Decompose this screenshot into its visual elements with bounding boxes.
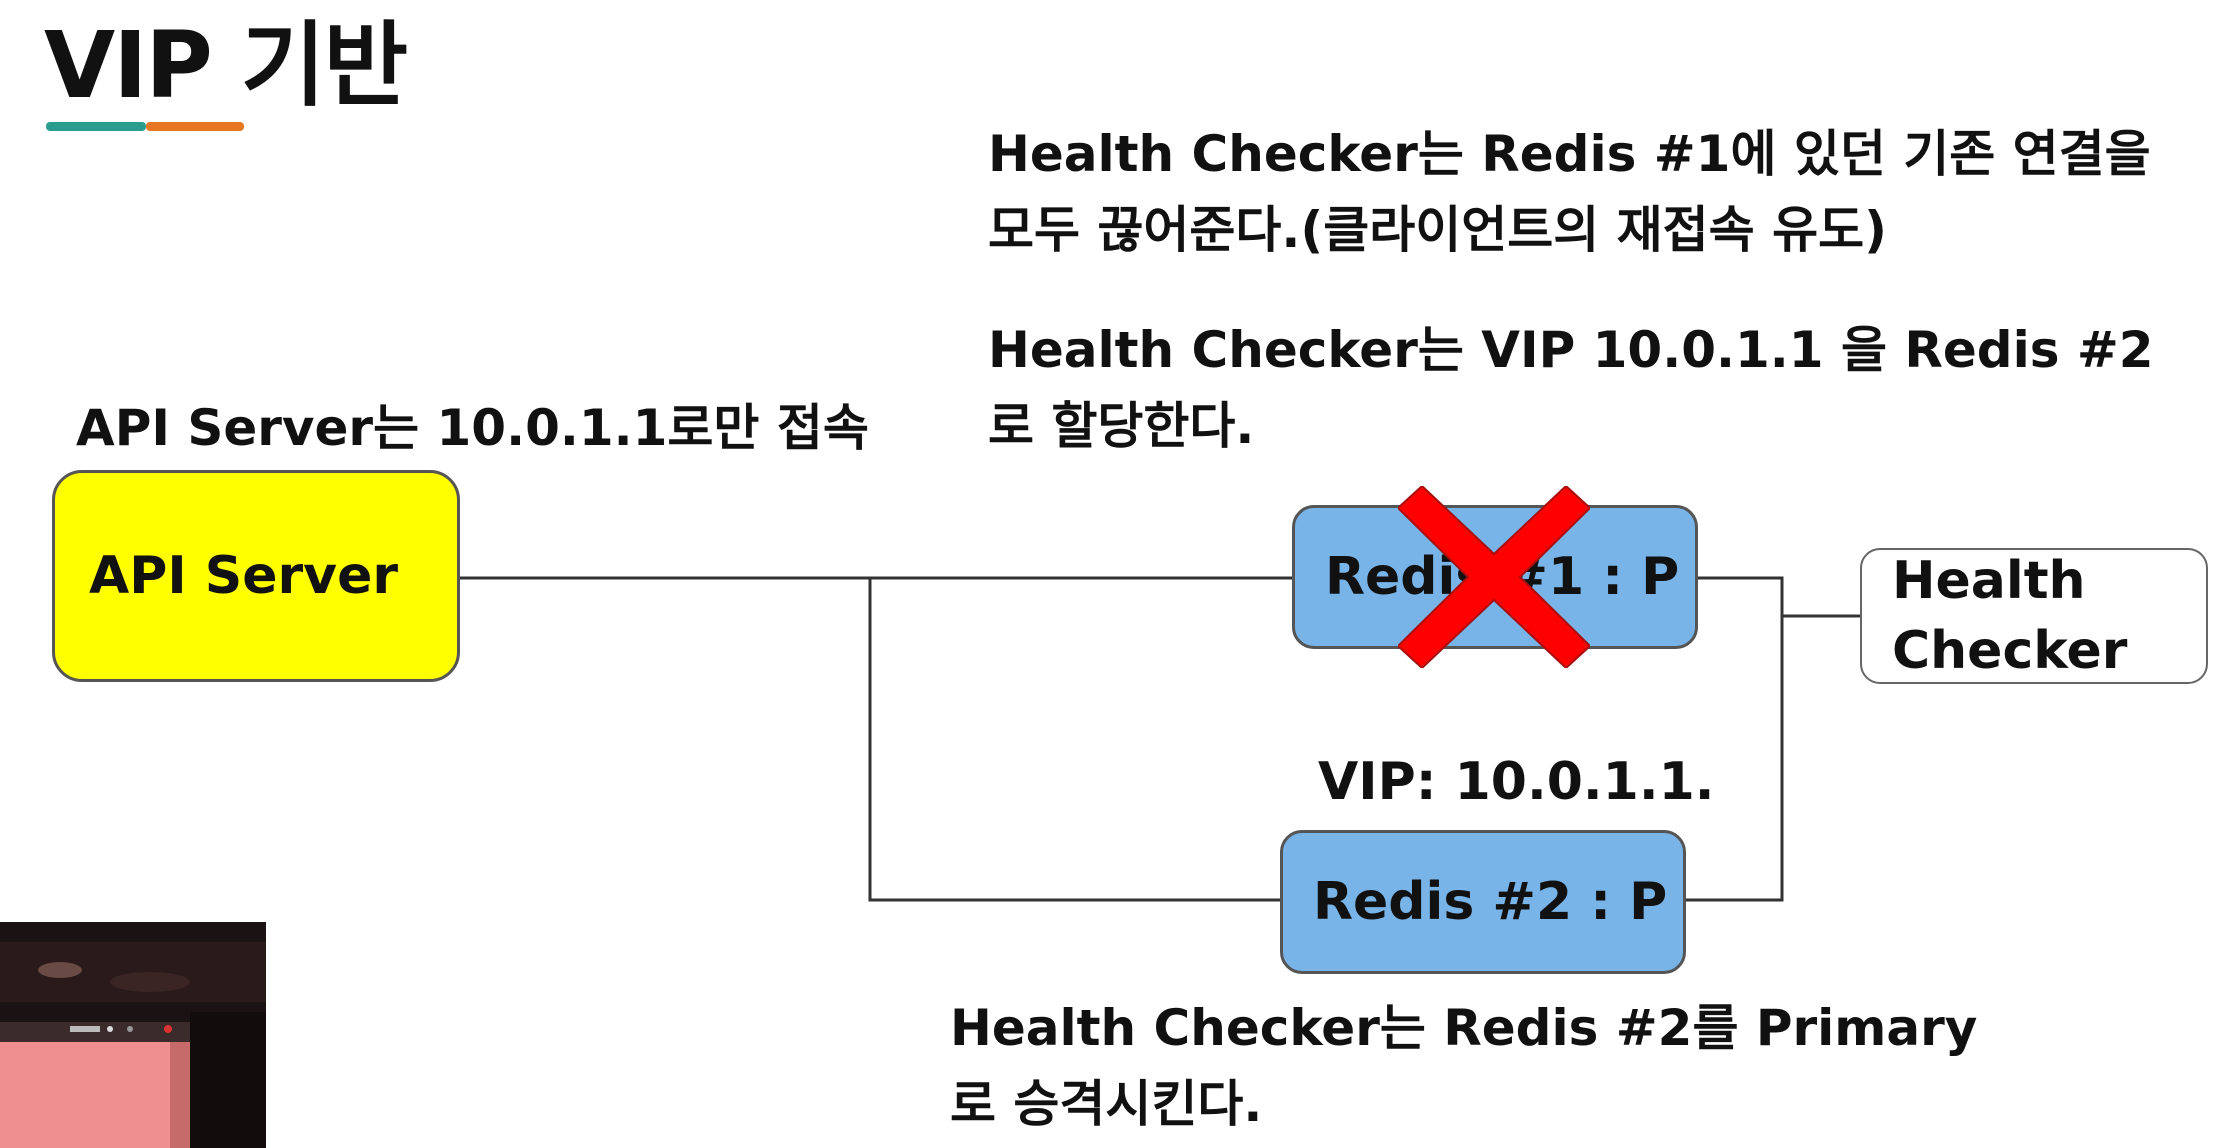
health-checker-label-line-1: Health bbox=[1892, 551, 2086, 611]
promote-note-line-2: 로 승격시킨다. bbox=[950, 1075, 1263, 1133]
redis1-to-checker-line bbox=[1698, 576, 1860, 618]
assign-vip-note-line-2: 로 할당한다. bbox=[988, 397, 1255, 455]
assign-vip-note-line-1: Health Checker는 VIP 10.0.1.1 을 Redis #2 bbox=[988, 321, 2154, 379]
promote-note-line-1: Health Checker는 Redis #2를 Primary bbox=[950, 999, 1978, 1057]
webcam-overlay bbox=[0, 922, 266, 1148]
disconnect-note-line-1: Health Checker는 Redis #1에 있던 기존 연결을 bbox=[988, 125, 2151, 183]
disconnect-note-line-2: 모두 끊어준다.(클라이언트의 재접속 유도) bbox=[988, 201, 1887, 259]
redis2-to-checker-line bbox=[1686, 616, 1784, 902]
title-underline-teal bbox=[46, 122, 146, 131]
api-to-redis2-line bbox=[868, 578, 1280, 902]
title-underline-orange bbox=[146, 122, 244, 131]
health-checker-label-line-2: Checker bbox=[1892, 621, 2128, 681]
assign-vip-note: Health Checker는 VIP 10.0.1.1 을 Redis #2 … bbox=[988, 312, 2154, 464]
webcam-scene bbox=[0, 922, 266, 1148]
health-checker-node: Health Checker bbox=[1860, 548, 2208, 684]
redis2-node: Redis #2 : P bbox=[1280, 830, 1686, 974]
page-title: VIP 기반 bbox=[44, 12, 408, 119]
promote-note: Health Checker는 Redis #2를 Primary 로 승격시킨… bbox=[950, 990, 1977, 1142]
disconnect-note: Health Checker는 Redis #1에 있던 기존 연결을 모두 끊… bbox=[988, 116, 2151, 268]
failure-cross-icon bbox=[1398, 486, 1590, 668]
vip-label: VIP: 10.0.1.1. bbox=[1318, 752, 1715, 812]
api-server-node: API Server bbox=[52, 470, 460, 682]
api-connect-note: API Server는 10.0.1.1로만 접속 bbox=[76, 399, 869, 457]
